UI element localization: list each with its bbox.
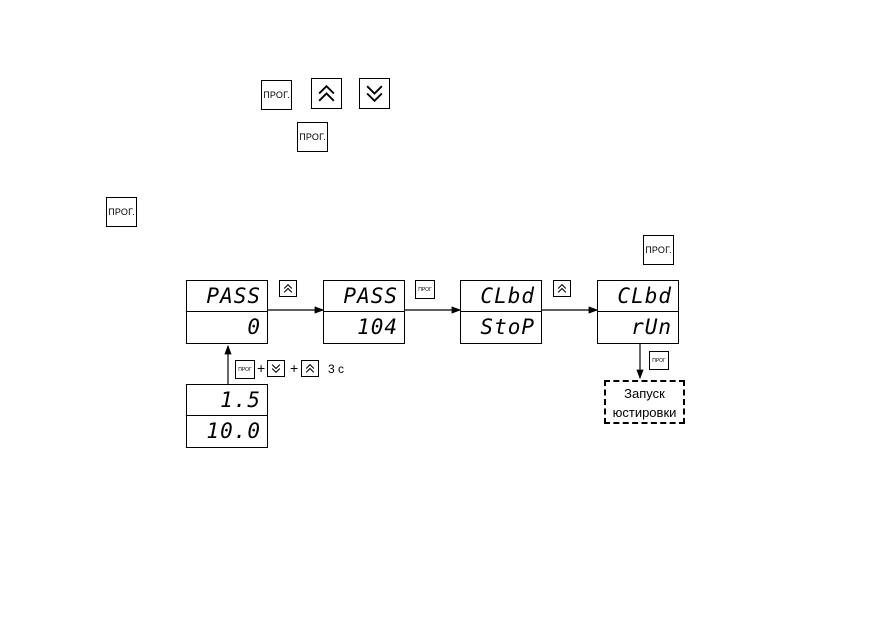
display-clbd-run: CLbd rUn [597, 280, 679, 344]
hold-duration: 3 с [328, 362, 345, 376]
display-bottom-line: StoP [480, 315, 535, 339]
prog-button-label: ПРОГ [238, 366, 252, 373]
double-chevron-up-icon [318, 84, 335, 102]
prog-button-label: ПРОГ. [263, 90, 290, 100]
double-chevron-down-icon [366, 85, 383, 103]
prog-button[interactable]: ПРОГ. [106, 197, 137, 227]
double-chevron-down-icon [271, 364, 281, 374]
up-button[interactable] [279, 280, 297, 297]
prog-button[interactable]: ПРОГ. [643, 235, 674, 265]
display-top-line: CLbd [598, 281, 678, 312]
display-pass-104: PASS 104 [323, 280, 405, 344]
double-chevron-up-icon [283, 283, 293, 293]
display-bottom-line: 10.0 [206, 419, 261, 443]
display-pass-0: PASS 0 [186, 280, 268, 344]
down-button[interactable] [359, 78, 390, 109]
up-button[interactable] [553, 280, 571, 297]
prog-button-label: ПРОГ [652, 357, 666, 364]
prog-button[interactable]: ПРОГ. [261, 80, 292, 110]
prog-button[interactable]: ПРОГ [649, 351, 669, 370]
prog-button[interactable]: ПРОГ [415, 280, 435, 299]
display-bottom-line: 0 [247, 315, 261, 339]
result-line-2: юстировки [612, 405, 677, 420]
prog-button[interactable]: ПРОГ. [297, 122, 328, 152]
prog-button-label: ПРОГ. [299, 132, 326, 142]
plus-sign: + [257, 360, 266, 376]
plus-sign: + [290, 360, 299, 376]
prog-button[interactable]: ПРОГ [235, 360, 255, 379]
result-line-1: Запуск [624, 386, 665, 401]
display-initial-values: 1.5 10.0 [186, 384, 268, 448]
prog-button-label: ПРОГ. [645, 245, 672, 255]
display-top-line: PASS [324, 281, 404, 312]
display-top-line: CLbd [461, 281, 541, 312]
prog-button-label: ПРОГ [418, 286, 432, 293]
up-button[interactable] [301, 360, 319, 377]
display-clbd-stop: CLbd StoP [460, 280, 542, 344]
display-top-line: PASS [187, 281, 267, 312]
double-chevron-up-icon [305, 363, 315, 373]
start-calibration-box: Запуск юстировки [604, 380, 685, 424]
down-button[interactable] [267, 360, 285, 377]
display-bottom-line: rUn [631, 315, 672, 339]
double-chevron-up-icon [557, 283, 567, 293]
prog-button-label: ПРОГ. [108, 207, 135, 217]
display-bottom-line: 104 [357, 315, 398, 339]
up-button[interactable] [311, 78, 342, 109]
display-top-line: 1.5 [187, 385, 267, 416]
